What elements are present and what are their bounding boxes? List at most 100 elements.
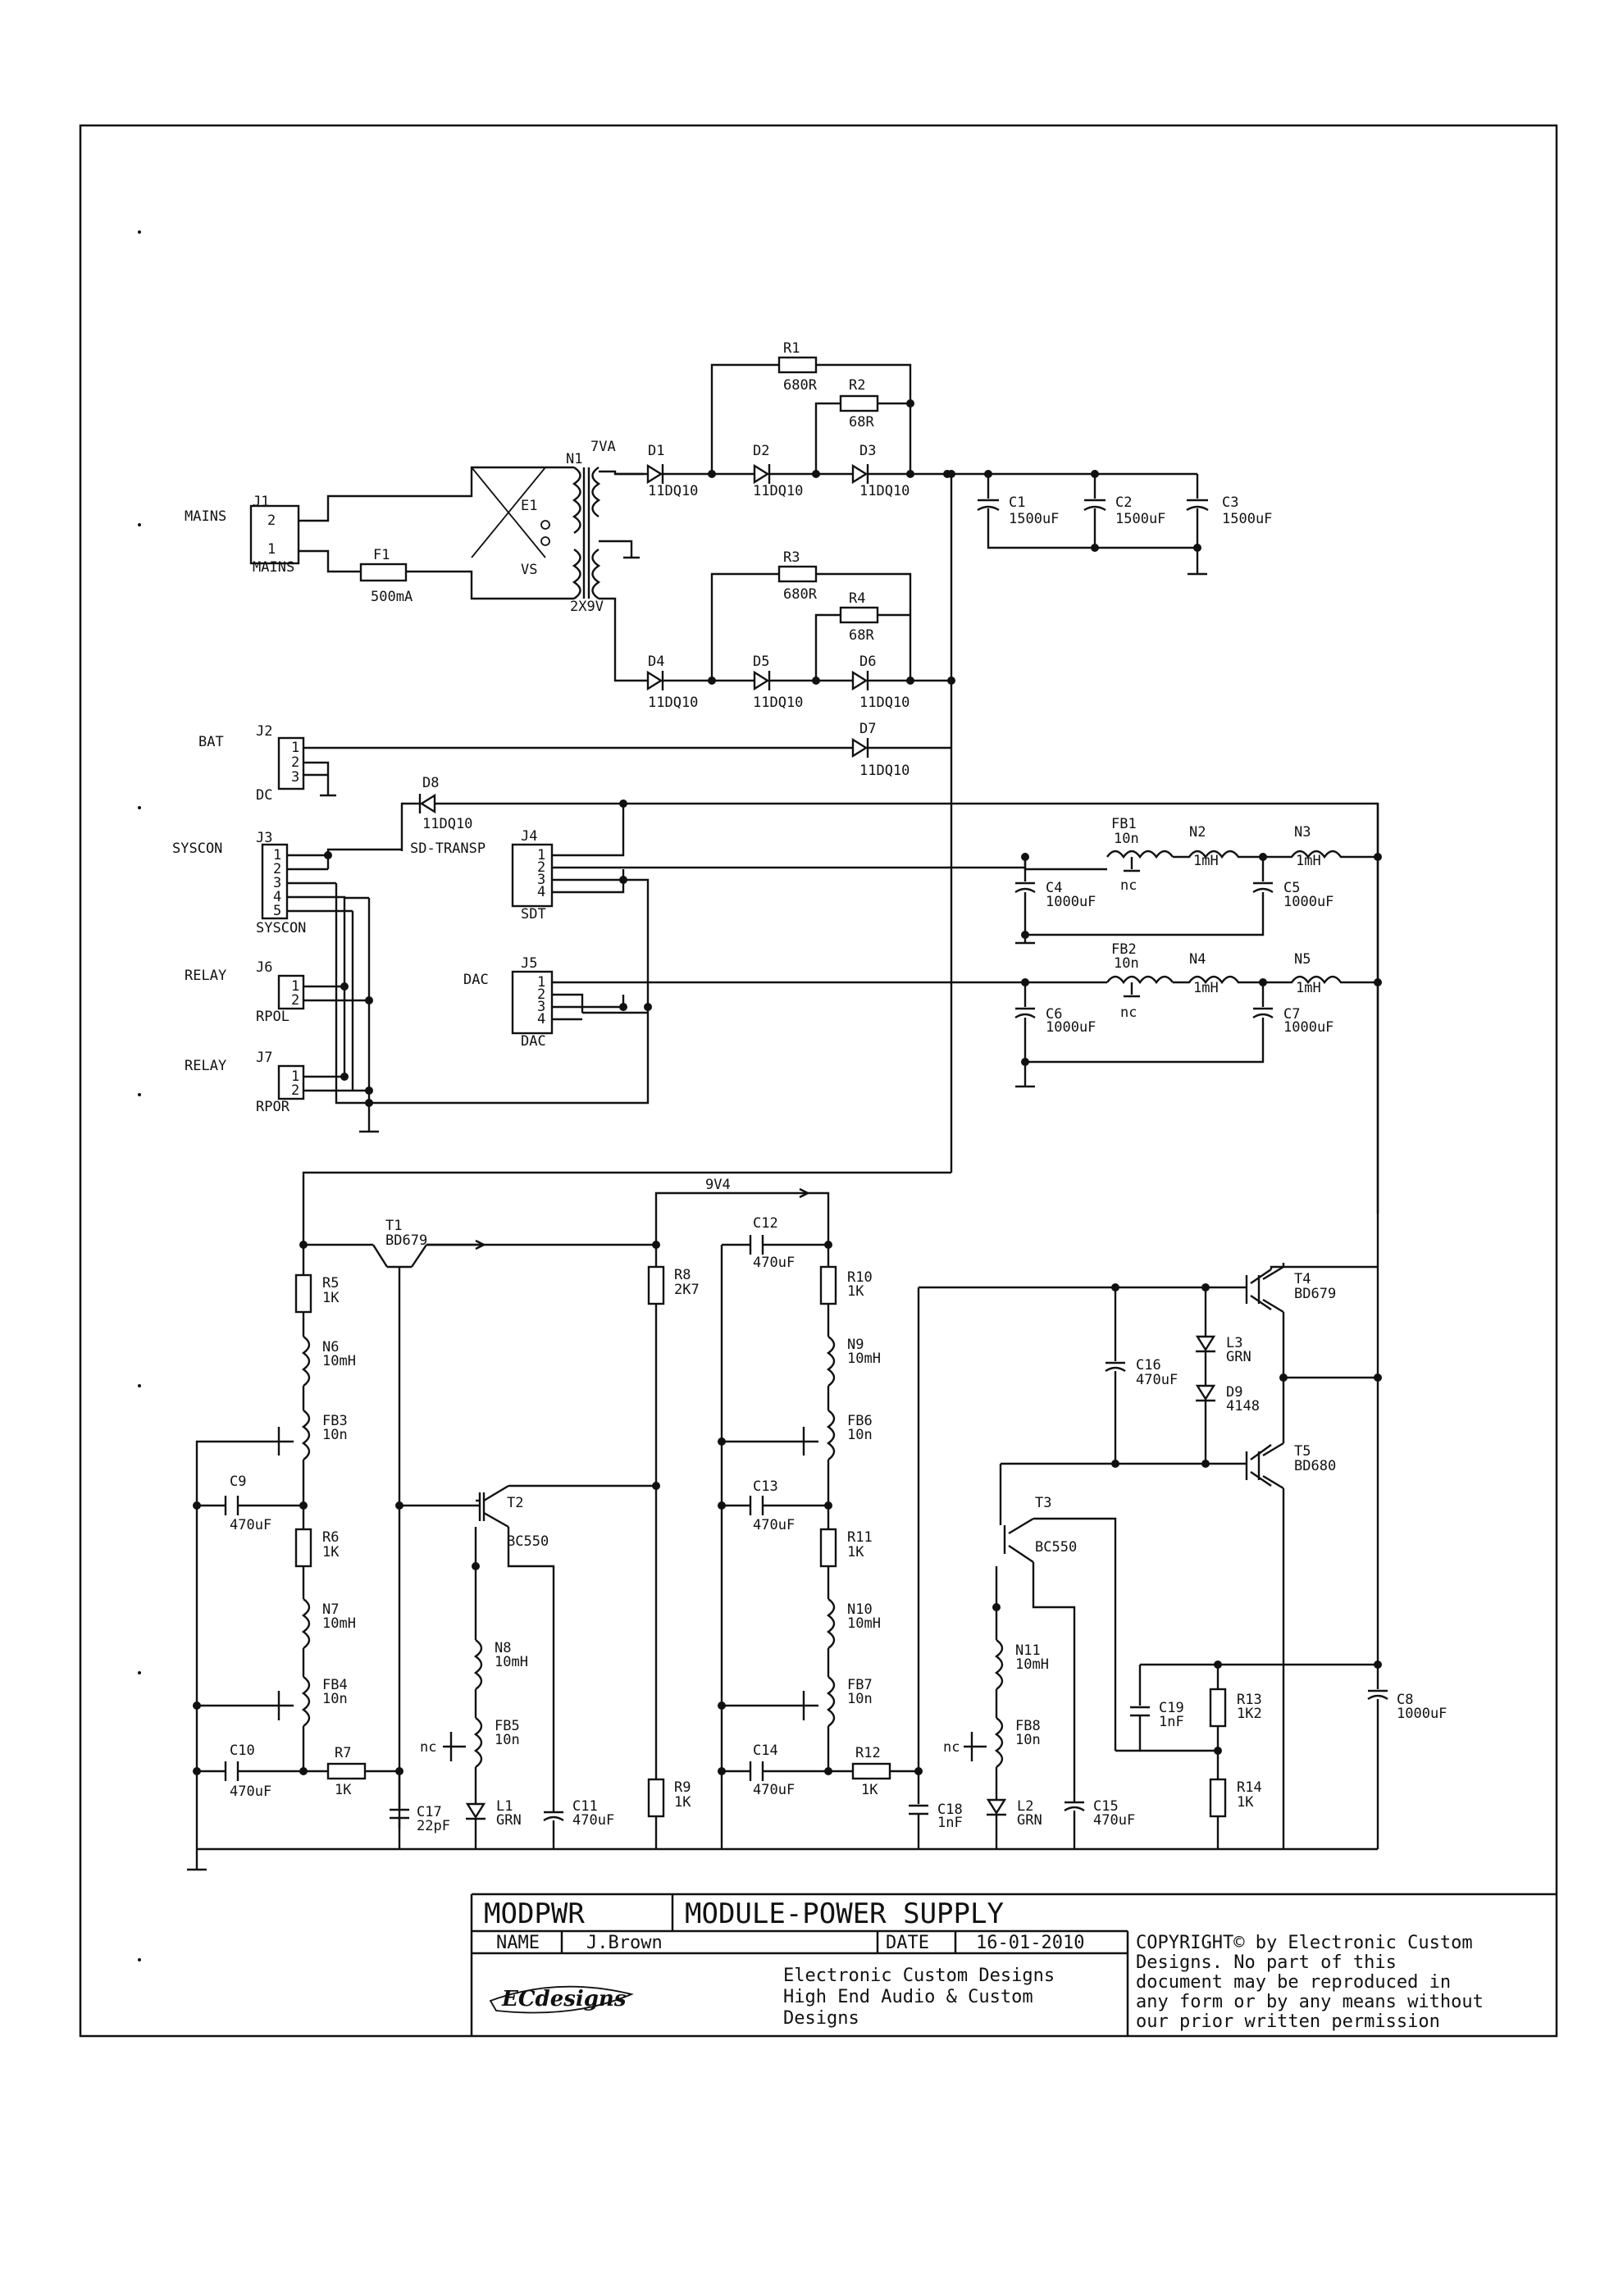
svg-text:1mH: 1mH: [1193, 853, 1219, 869]
svg-text:N3: N3: [1294, 824, 1311, 840]
svg-text:680R: 680R: [783, 377, 818, 394]
svg-text:3: 3: [537, 872, 545, 888]
svg-text:1K: 1K: [674, 1794, 691, 1811]
svg-text:RPOL: RPOL: [256, 1009, 289, 1025]
svg-text:FB6: FB6: [847, 1413, 873, 1429]
svg-text:L2: L2: [1017, 1798, 1033, 1815]
svg-text:11DQ10: 11DQ10: [859, 763, 910, 779]
svg-text:10mH: 10mH: [1015, 1656, 1049, 1673]
svg-text:1K: 1K: [861, 1782, 878, 1798]
svg-text:C15: C15: [1093, 1798, 1119, 1815]
svg-text:10mH: 10mH: [322, 1615, 356, 1632]
svg-text:C16: C16: [1136, 1357, 1161, 1374]
svg-text:10n: 10n: [322, 1427, 348, 1443]
svg-text:5: 5: [273, 903, 281, 919]
svg-text:R3: R3: [783, 549, 800, 566]
svg-text:J3: J3: [256, 830, 272, 846]
svg-text:DAC: DAC: [463, 972, 489, 988]
date-label: DATE: [886, 1933, 929, 1953]
copyright-line-4: any form or by any means without: [1136, 1992, 1484, 2012]
svg-text:C11: C11: [572, 1798, 598, 1815]
svg-text:10mH: 10mH: [847, 1351, 881, 1367]
j1-pin1: 1: [267, 541, 276, 558]
svg-text:SDT: SDT: [521, 906, 546, 922]
svg-text:T1: T1: [385, 1218, 402, 1234]
svg-text:C6: C6: [1046, 1006, 1062, 1023]
connector-j6: RELAY J6 1 2 RPOL: [185, 959, 305, 1025]
svg-text:N10: N10: [847, 1601, 873, 1618]
svg-text:F1: F1: [373, 547, 390, 563]
svg-text:470uF: 470uF: [753, 1782, 795, 1798]
svg-text:R11: R11: [847, 1529, 873, 1546]
copyright-line-1: COPYRIGHT© by Electronic Custom: [1136, 1933, 1473, 1953]
svg-text:BAT: BAT: [198, 734, 224, 750]
svg-text:L3: L3: [1226, 1335, 1242, 1351]
svg-text:RELAY: RELAY: [185, 1058, 226, 1074]
svg-text:R5: R5: [322, 1275, 339, 1292]
svg-text:J2: J2: [256, 723, 272, 740]
svg-text:11DQ10: 11DQ10: [753, 695, 803, 711]
svg-text:R10: R10: [847, 1269, 873, 1286]
svg-text:C14: C14: [753, 1742, 778, 1759]
svg-text:L1: L1: [496, 1798, 513, 1815]
svg-text:470uF: 470uF: [572, 1812, 614, 1829]
svg-text:1: 1: [291, 1068, 299, 1085]
connector-j5: DAC J5 1 2 3 4 DAC: [463, 955, 554, 1050]
svg-text:BC550: BC550: [507, 1533, 549, 1550]
svg-text:SYSCON: SYSCON: [256, 920, 306, 936]
svg-text:2: 2: [291, 1082, 299, 1099]
svg-text:D2: D2: [753, 443, 769, 459]
svg-text:1500uF: 1500uF: [1222, 511, 1272, 527]
svg-text:D4: D4: [648, 654, 664, 670]
svg-text:GRN: GRN: [1226, 1349, 1251, 1365]
logo-text: ECdesigns: [501, 1987, 627, 2011]
connector-j1: MAINS J1 2 1 MAINS: [185, 494, 300, 576]
svg-text:C12: C12: [753, 1215, 778, 1232]
svg-text:nc: nc: [420, 1739, 436, 1756]
svg-text:1K: 1K: [322, 1290, 340, 1306]
svg-text:BD680: BD680: [1294, 1458, 1336, 1474]
copyright-line-2: Designs. No part of this: [1136, 1952, 1397, 1973]
company-line-1: Electronic Custom Designs: [783, 1966, 1055, 1986]
svg-text:GRN: GRN: [1017, 1812, 1042, 1829]
svg-text:1000uF: 1000uF: [1046, 1019, 1096, 1036]
svg-text:2: 2: [537, 986, 545, 1003]
svg-text:N8: N8: [495, 1640, 511, 1656]
j1-pin2: 2: [267, 512, 276, 529]
svg-text:2K7: 2K7: [674, 1282, 700, 1298]
svg-text:1: 1: [537, 974, 545, 991]
copyright-line-5: our prior written permission: [1136, 2011, 1440, 2032]
svg-text:10mH: 10mH: [322, 1353, 356, 1369]
svg-text:3: 3: [273, 875, 281, 891]
connector-j2: BAT J2 1 2 3 DC: [198, 723, 305, 804]
svg-text:1mH: 1mH: [1296, 980, 1321, 996]
svg-text:2: 2: [273, 861, 281, 877]
svg-text:C17: C17: [417, 1804, 442, 1820]
svg-text:C4: C4: [1046, 880, 1062, 896]
svg-text:1nF: 1nF: [937, 1815, 963, 1831]
svg-text:470uF: 470uF: [230, 1517, 271, 1533]
svg-text:T4: T4: [1294, 1271, 1311, 1287]
svg-text:J7: J7: [256, 1050, 272, 1066]
svg-text:N11: N11: [1015, 1642, 1041, 1659]
svg-text:BC550: BC550: [1035, 1539, 1077, 1556]
svg-text:470uF: 470uF: [753, 1255, 795, 1271]
svg-text:4148: 4148: [1226, 1398, 1260, 1414]
drawing-title: MODULE-POWER SUPPLY: [685, 1897, 1004, 1930]
svg-text:C8: C8: [1397, 1692, 1413, 1708]
svg-text:1: 1: [291, 978, 299, 995]
svg-text:1K: 1K: [322, 1544, 340, 1560]
svg-text:11DQ10: 11DQ10: [648, 483, 698, 499]
svg-text:FB7: FB7: [847, 1677, 873, 1693]
svg-text:1500uF: 1500uF: [1115, 511, 1165, 527]
svg-text:N9: N9: [847, 1337, 864, 1353]
svg-text:1K: 1K: [335, 1782, 352, 1798]
svg-text:D5: D5: [753, 654, 769, 670]
svg-text:9V4: 9V4: [705, 1177, 731, 1193]
connector-j7: RELAY J7 1 2 RPOR: [185, 1050, 305, 1115]
svg-text:4: 4: [537, 884, 545, 900]
name-value: J.Brown: [586, 1933, 663, 1953]
ec-designs-logo: ECdesigns: [489, 1985, 634, 2014]
svg-text:1K: 1K: [847, 1544, 864, 1560]
svg-text:R6: R6: [322, 1529, 339, 1546]
